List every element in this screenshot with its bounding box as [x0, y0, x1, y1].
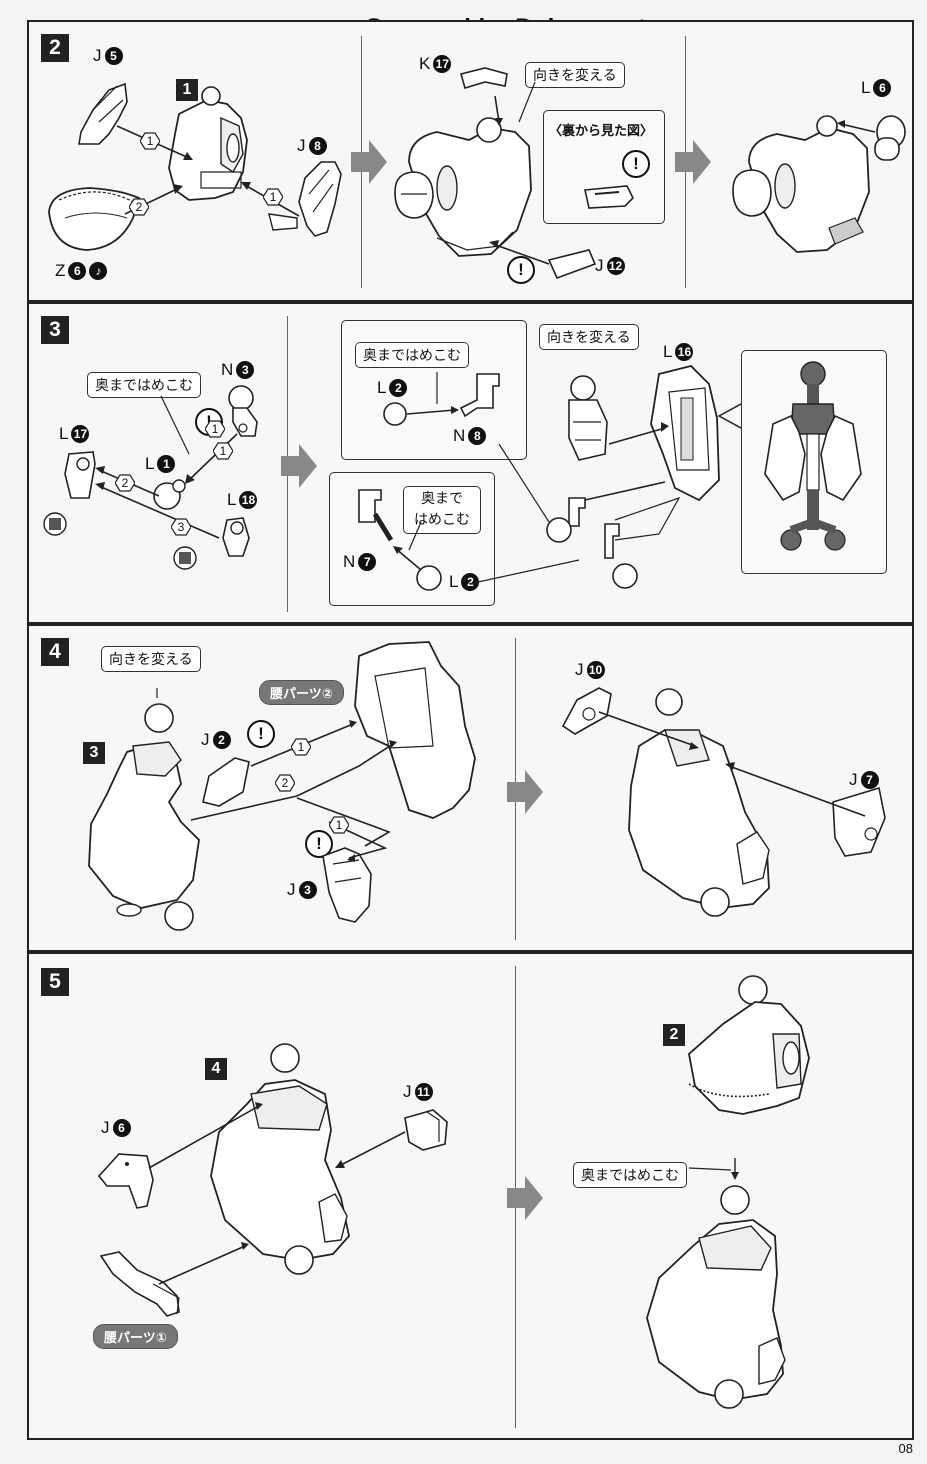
flow-arrow: [281, 444, 317, 488]
step-number: 4: [41, 638, 69, 666]
sequence-marker: 3: [171, 518, 191, 536]
reference-step-badge: 3: [83, 742, 105, 764]
back-view-title: 〈裏から見た図〉: [549, 124, 654, 139]
flow-arrow: [507, 1176, 543, 1220]
waist-part-1-badge: 腰パーツ①: [93, 1324, 178, 1349]
sequence-marker: 1: [213, 442, 233, 460]
callout-push-in: 奥まではめこむ: [355, 342, 469, 368]
page-number: 08: [898, 1441, 913, 1456]
crotch-block-illustration: [468, 365, 720, 589]
callout-push-in-split: 奥まではめこむ: [403, 486, 481, 534]
callout-push-in: 奥まではめこむ: [573, 1162, 687, 1188]
reference-step-badge: 2: [663, 1024, 685, 1046]
torso-with-back-part-illustration: [394, 67, 634, 280]
callout-change-direction: 向きを変える: [539, 324, 639, 350]
callout-change-direction: 向きを変える: [525, 62, 625, 88]
lower-body-with-armor-illustration: [561, 687, 886, 917]
glue-icon: ♪: [89, 262, 108, 280]
torso-assembly-illustration: [48, 82, 342, 251]
step-3-panel: 3 奥まではめこむ N3 L17 L1 L18 ! 1 1 2 3 奥まではめこ…: [27, 302, 914, 624]
flow-arrow: [351, 140, 387, 184]
sequence-marker: 1: [263, 188, 283, 206]
completed-torso-illustration: [732, 115, 906, 253]
step-number: 5: [41, 968, 69, 996]
sequence-marker: 1: [205, 420, 225, 438]
caution-icon: !: [247, 720, 275, 748]
step-number: 3: [41, 316, 69, 344]
flow-arrow: [507, 770, 543, 814]
torso-to-lower-body-join-illustration: [646, 975, 810, 1409]
flow-arrow: [675, 140, 711, 184]
callout-change-direction: 向きを変える: [101, 646, 201, 672]
caution-icon: !: [622, 150, 650, 178]
sequence-marker: 2: [275, 774, 295, 792]
sequence-marker: 1: [329, 816, 349, 834]
reference-step-badge: 1: [176, 79, 198, 101]
step-number: 2: [41, 34, 69, 62]
peg-part-illustrations: [358, 372, 500, 591]
callout-push-in: 奥まではめこむ: [87, 372, 201, 398]
hip-joint-subassembly-illustration: [43, 385, 258, 570]
reference-step-badge: 4: [205, 1058, 227, 1080]
waist-part-2-badge: 腰パーツ②: [259, 680, 344, 705]
lower-body-assembly-illustration: [88, 641, 476, 931]
lower-body-final-parts-illustration: [97, 1043, 448, 1317]
sequence-marker: 1: [140, 132, 160, 150]
sequence-marker: 1: [291, 738, 311, 756]
rear-view-crotch-illustration: [717, 361, 862, 551]
caution-icon: !: [507, 256, 535, 284]
sequence-marker: 2: [115, 474, 135, 492]
sequence-marker: 2: [129, 198, 149, 216]
